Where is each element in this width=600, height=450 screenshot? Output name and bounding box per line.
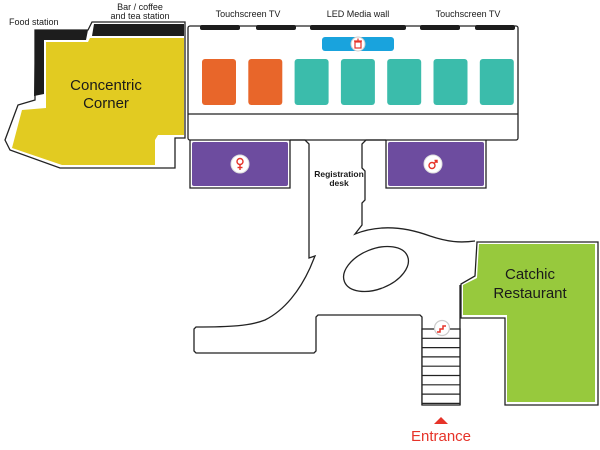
entrance-stairs[interactable]	[421, 328, 461, 406]
touchscreen-tv-left-b	[256, 25, 296, 30]
stairs-icon	[433, 319, 451, 337]
touchscreen-tv-left-a	[200, 25, 240, 30]
central-oval-feature	[342, 245, 410, 293]
exhibit-booth[interactable]	[248, 59, 283, 105]
exhibit-booth[interactable]	[202, 59, 236, 105]
label-entrance[interactable]: Entrance	[411, 428, 471, 445]
label-bar-line1: Bar / coffee	[117, 2, 163, 12]
booth-row	[202, 59, 514, 105]
label-catchic-line2: Restaurant	[493, 285, 567, 302]
label-led-media-wall: LED Media wall	[327, 9, 390, 19]
concentric-hall-outline	[4, 21, 186, 169]
catchic-restaurant-outline	[460, 241, 599, 406]
concentric-corner-area	[12, 38, 184, 165]
mens-restroom-outline	[385, 140, 487, 189]
exhibit-booth[interactable]	[387, 59, 422, 105]
male-icon	[423, 154, 443, 174]
led-media-wall-screen	[310, 25, 406, 30]
label-concentric-line1: Concentric	[70, 77, 142, 94]
label-touchscreen-tv-left: Touchscreen TV	[216, 9, 281, 19]
label-catchic-line1: Catchic	[505, 266, 556, 283]
exhibit-booth[interactable]	[479, 59, 514, 105]
lobby-wall-left	[193, 139, 423, 405]
womens-restroom-outline	[189, 140, 291, 189]
entrance-arrow-icon	[434, 417, 448, 424]
podium-icon	[350, 36, 366, 52]
label-registration-line2: desk	[329, 178, 349, 188]
exhibit-booth[interactable]	[433, 59, 468, 105]
label-registration-line1: Registration	[314, 169, 364, 179]
label-bar-line2: and tea station	[110, 11, 169, 21]
food-station-counter	[34, 30, 88, 96]
exhibit-booth[interactable]	[294, 59, 329, 105]
label-food-station: Food station	[9, 17, 59, 27]
exhibit-booth[interactable]	[340, 59, 375, 105]
catchic-restaurant-area	[463, 244, 595, 402]
bar-counter	[92, 24, 184, 36]
label-concentric-line2: Corner	[83, 95, 129, 112]
lobby-wall-right	[353, 139, 476, 243]
touchscreen-tv-right-a	[420, 25, 460, 30]
label-touchscreen-tv-right: Touchscreen TV	[436, 9, 501, 19]
touchscreen-tv-right-b	[475, 25, 515, 30]
female-icon	[230, 154, 250, 174]
